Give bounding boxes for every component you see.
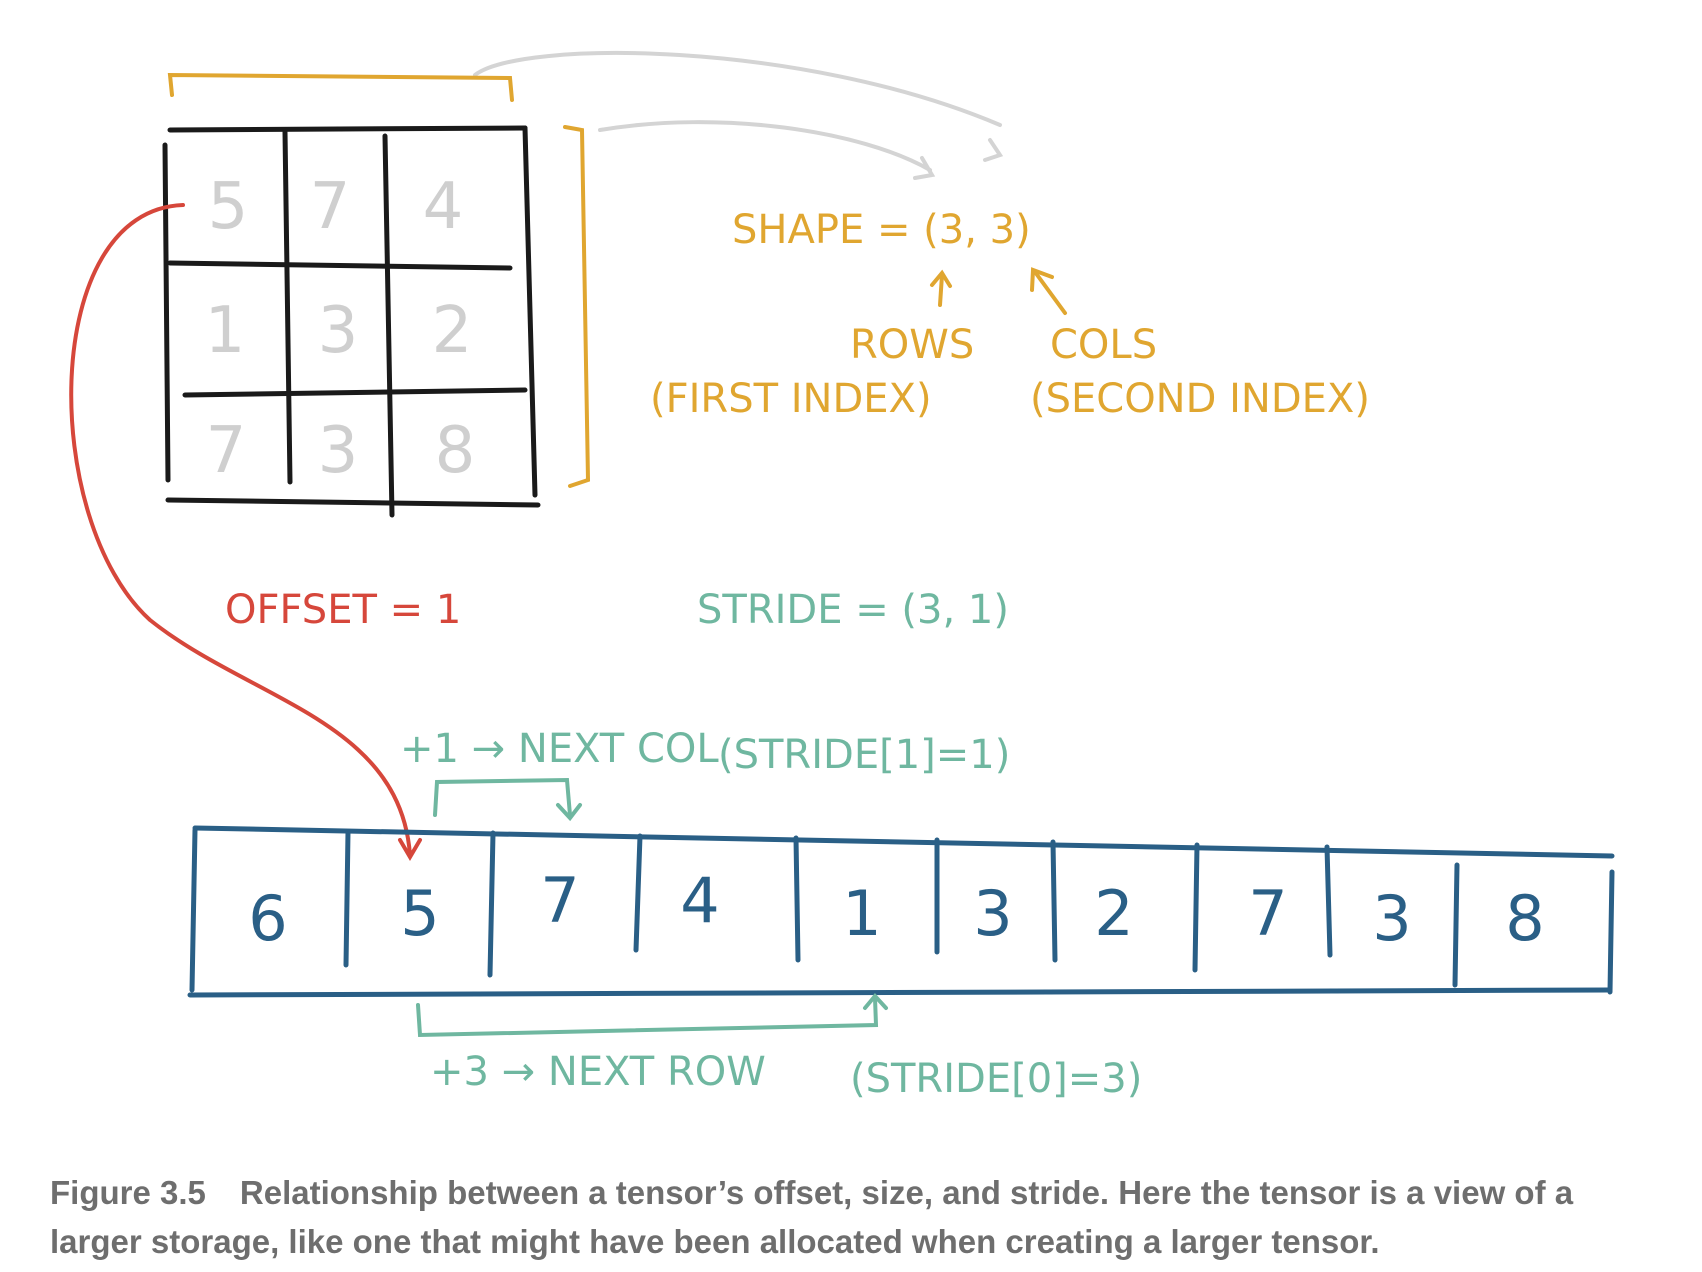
storage-strip xyxy=(187,825,1615,998)
matrix-cell-1-1: 3 xyxy=(318,294,359,368)
storage-value-2: 7 xyxy=(540,864,579,937)
matrix-cell-0-1: 7 xyxy=(310,170,351,244)
orange-brackets xyxy=(167,72,591,488)
rows-label: ROWS xyxy=(850,322,974,368)
storage-value-0: 6 xyxy=(248,882,287,955)
storage-value-4: 1 xyxy=(842,877,881,950)
storage-value-1: 5 xyxy=(400,877,439,950)
storage-value-6: 2 xyxy=(1094,877,1133,950)
offset-label: OFFSET = 1 xyxy=(225,587,461,633)
shape-up-arrows xyxy=(930,267,1067,315)
cols-label: COLS xyxy=(1050,322,1157,368)
storage-value-8: 3 xyxy=(1372,882,1411,955)
matrix-grid xyxy=(162,125,541,518)
figure-number: Figure 3.5 xyxy=(50,1174,206,1211)
matrix-cell-0-0: 5 xyxy=(208,170,249,244)
shape-label: SHAPE = (3, 3) xyxy=(732,207,1031,253)
next-row-arrow xyxy=(416,992,888,1038)
shape-gray-arrows xyxy=(473,51,1004,180)
next-col-note: (STRIDE[1]=1) xyxy=(718,732,1010,778)
next-row-note: (STRIDE[0]=3) xyxy=(850,1056,1142,1102)
next-row-label: +3 → NEXT ROW xyxy=(430,1049,766,1095)
storage-value-3: 4 xyxy=(680,864,719,937)
matrix-cell-2-2: 8 xyxy=(435,414,476,488)
matrix-cell-2-1: 3 xyxy=(318,414,359,488)
storage-value-5: 3 xyxy=(973,877,1012,950)
cols-sub-label: (SECOND INDEX) xyxy=(1030,376,1370,422)
next-col-label: +1 → NEXT COL xyxy=(400,726,719,772)
caption-text: Relationship between a tensor’s offset, … xyxy=(50,1174,1574,1260)
next-col-arrow xyxy=(433,777,582,822)
matrix-cell-0-2: 4 xyxy=(423,170,464,244)
matrix-cell-1-2: 2 xyxy=(432,294,473,368)
rows-sub-label: (FIRST INDEX) xyxy=(650,376,932,422)
matrix-values: 5 7 4 1 3 2 7 3 8 xyxy=(205,170,476,488)
storage-value-9: 8 xyxy=(1505,882,1544,955)
matrix-cell-1-0: 1 xyxy=(205,294,246,368)
storage-values: 6 5 7 4 1 3 2 7 3 8 xyxy=(248,864,1544,955)
offset-arrow xyxy=(69,203,422,861)
matrix-cell-2-0: 7 xyxy=(206,414,247,488)
storage-value-7: 7 xyxy=(1248,877,1287,950)
stride-label: STRIDE = (3, 1) xyxy=(697,587,1009,633)
